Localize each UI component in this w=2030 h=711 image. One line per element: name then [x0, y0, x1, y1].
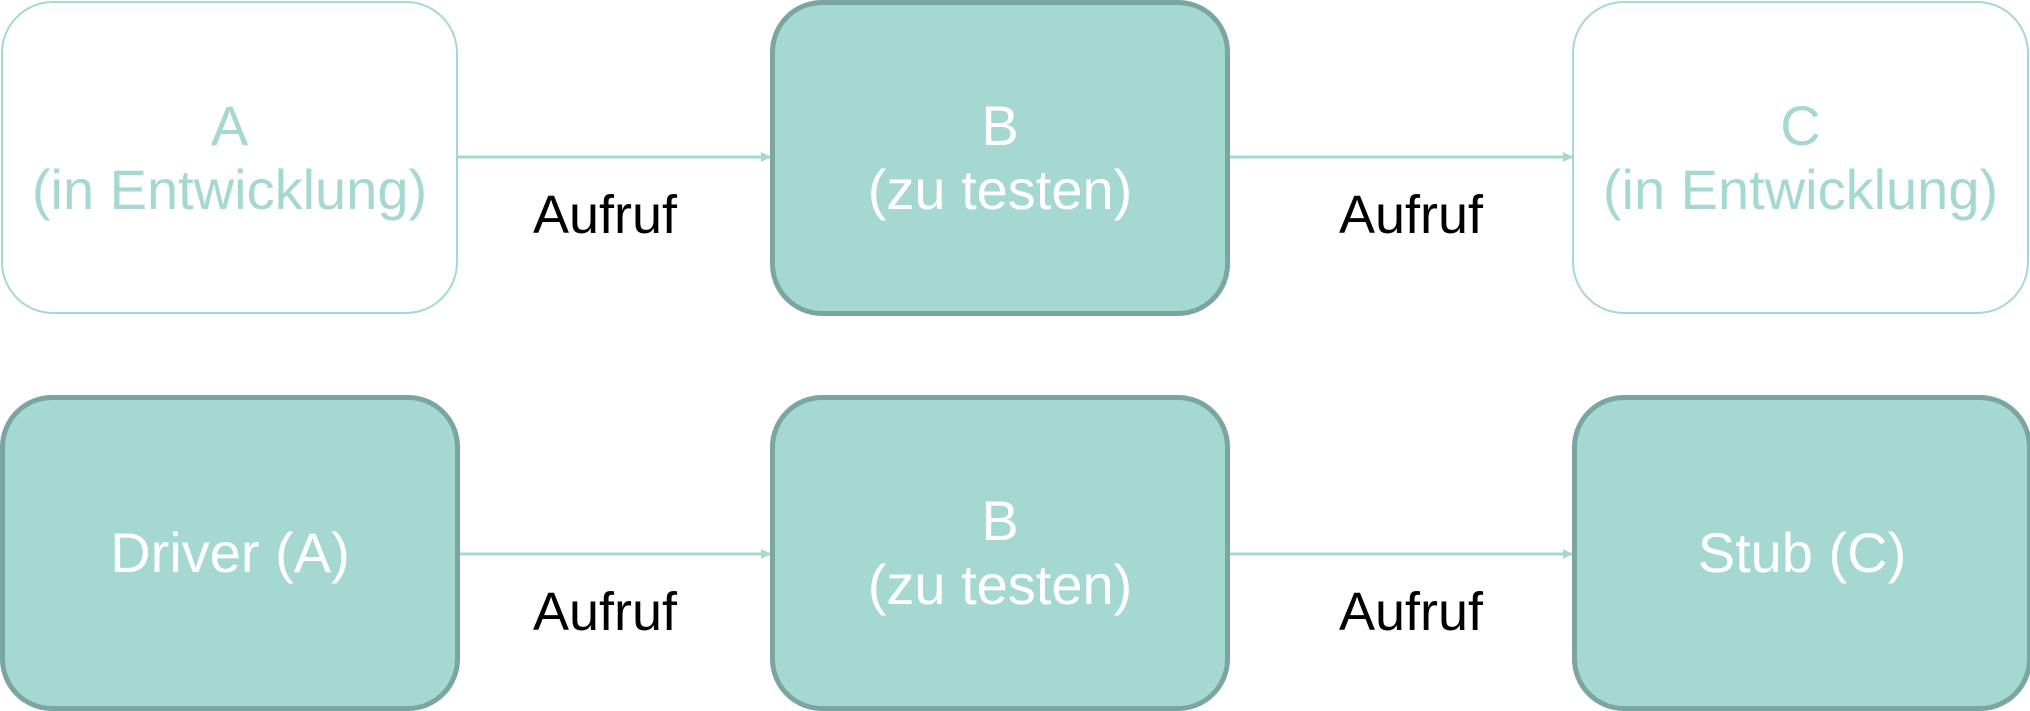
- module-a-subtitle: (in Entwicklung): [31, 157, 428, 221]
- module-b-title-row1: B: [981, 94, 1019, 157]
- stub-label: Stub (C): [1697, 521, 1907, 584]
- module-c-title: C: [1780, 93, 1821, 157]
- module-c-subtitle: (in Entwicklung): [1602, 157, 1999, 221]
- module-b-subtitle-row2: (zu testen): [867, 553, 1133, 616]
- driver-label: Driver (A): [110, 521, 350, 584]
- module-b-title-row2: B: [981, 489, 1019, 552]
- row2-edge-ab-label: Aufruf: [532, 582, 678, 642]
- module-c-box: C (in Entwicklung): [1572, 1, 2029, 314]
- row1-edge-ab-label: Aufruf: [532, 185, 678, 245]
- module-b-box-row2: B (zu testen): [770, 395, 1230, 711]
- driver-box: Driver (A): [0, 395, 460, 711]
- module-a-title: A: [210, 93, 249, 157]
- module-b-subtitle-row1: (zu testen): [867, 158, 1133, 221]
- stub-box: Stub (C): [1572, 395, 2030, 711]
- module-a-box: A (in Entwicklung): [1, 1, 458, 314]
- row1-edge-bc-label: Aufruf: [1338, 185, 1484, 245]
- module-b-box-row1: B (zu testen): [770, 0, 1230, 316]
- row2-edge-bc-label: Aufruf: [1338, 582, 1484, 642]
